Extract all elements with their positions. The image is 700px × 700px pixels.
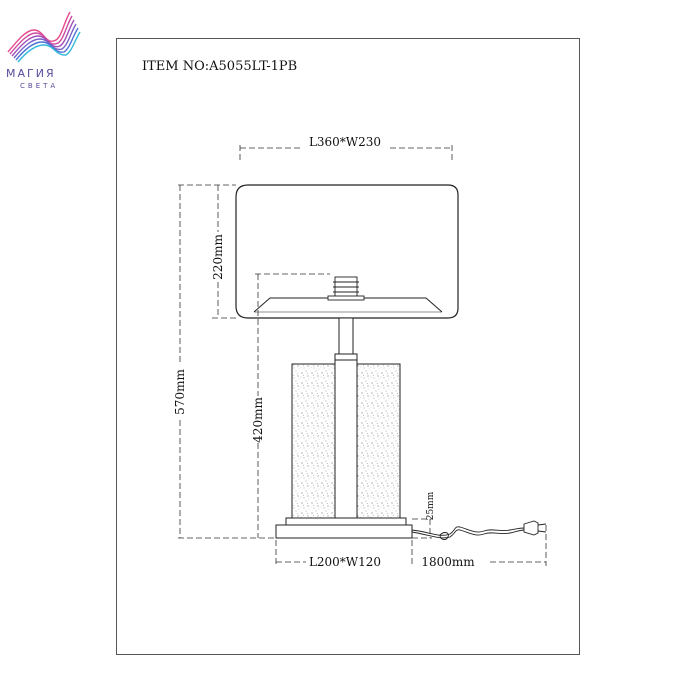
brand-name: МАГИЯ [6, 67, 56, 80]
cord-length-label: 1800mm [421, 555, 475, 569]
shade-height-label: 220mm [211, 234, 225, 280]
drawing-sheet [116, 38, 580, 655]
plinth-height-label: 25mm [426, 491, 436, 520]
base-height-label: 420mm [251, 397, 265, 443]
logo-wave-icon [7, 11, 81, 63]
total-height-label: 570mm [173, 369, 187, 415]
item-number: ITEM NO:A5055LT-1PB [142, 59, 297, 74]
lamp-stem [334, 317, 358, 361]
base-size-label: L200*W120 [309, 555, 381, 569]
brand-logo: МАГИЯ СВЕТА [6, 11, 81, 90]
lamp-base-column [291, 359, 401, 519]
plug-icon [523, 520, 547, 536]
power-cord [411, 526, 525, 540]
lamp-socket [327, 276, 365, 301]
lamp-plinth [275, 517, 413, 539]
brand-tagline: СВЕТА [20, 82, 58, 90]
shade-size-label: L360*W230 [309, 135, 381, 149]
